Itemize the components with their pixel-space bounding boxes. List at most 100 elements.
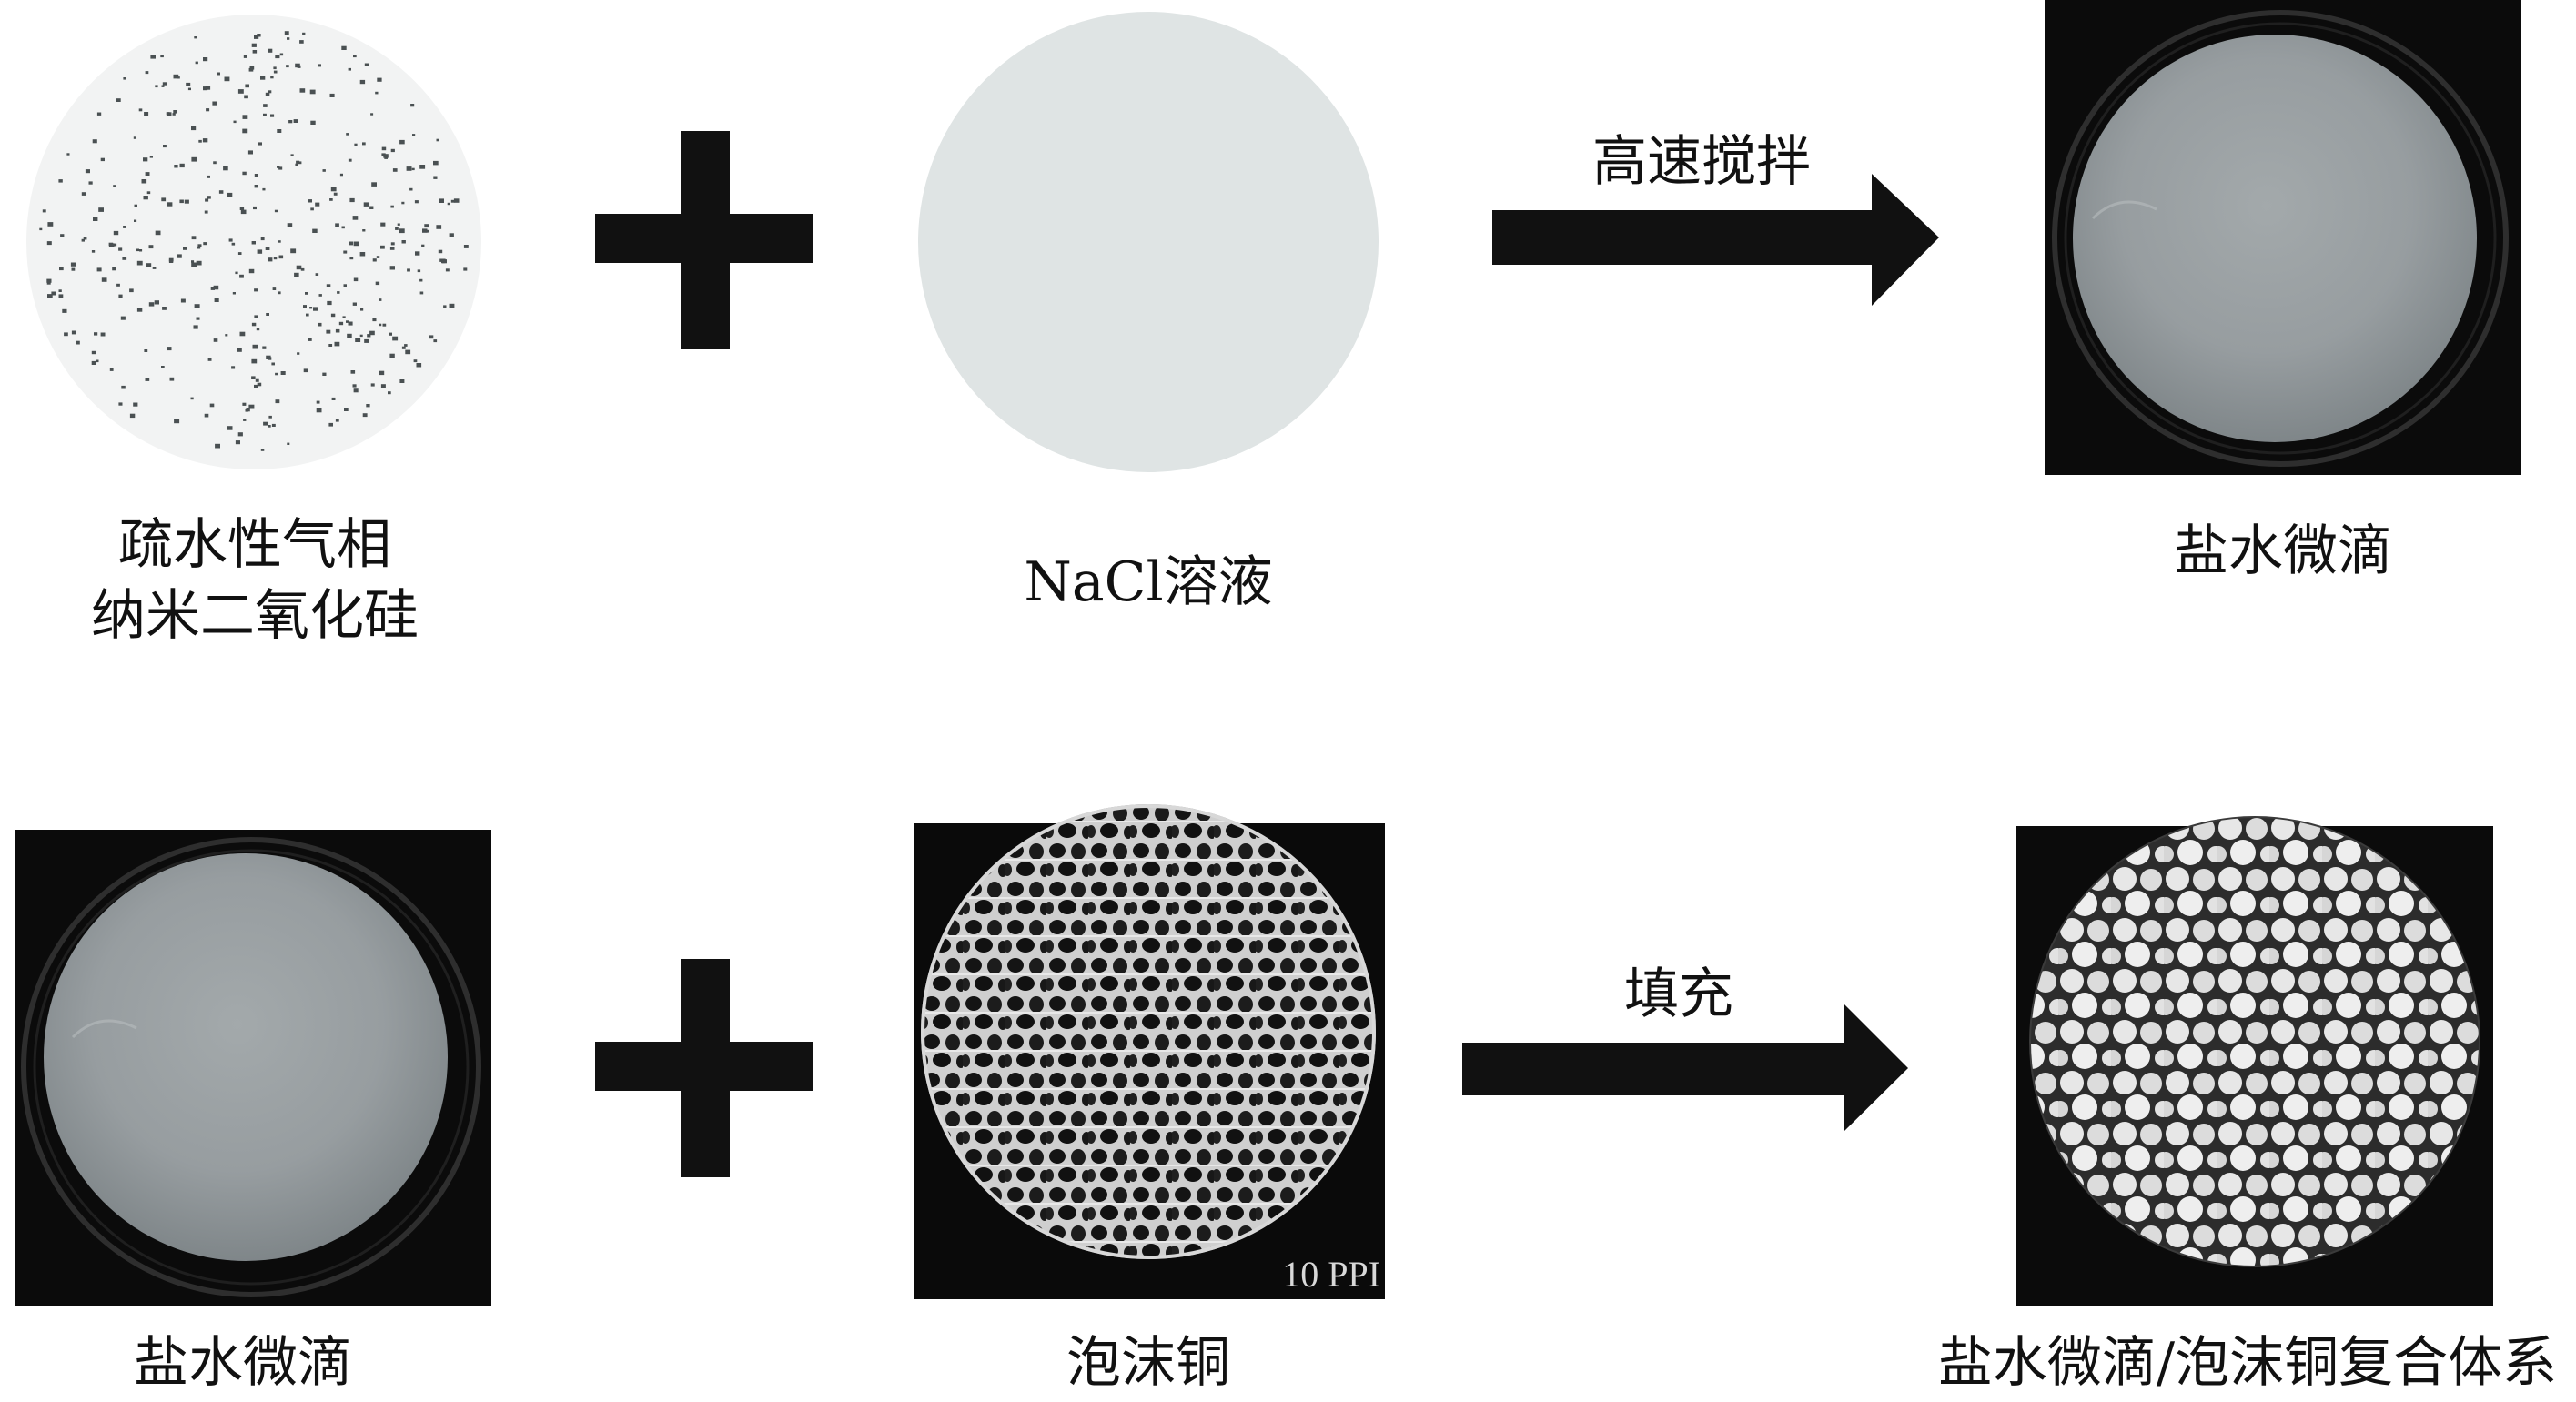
silica-particle <box>204 210 208 214</box>
silica-particle <box>206 108 210 112</box>
silica-particle <box>330 313 336 318</box>
arrow-right-icon <box>1492 174 1939 306</box>
silica-particle <box>419 278 423 282</box>
silica-particle <box>353 388 359 393</box>
silica-particle <box>328 344 333 347</box>
silica-particle <box>395 227 399 230</box>
silica-particle <box>260 76 266 80</box>
silica-particle <box>174 419 180 424</box>
silica-particle <box>204 413 209 418</box>
silica-particle <box>91 350 96 355</box>
silica-particle <box>290 248 297 254</box>
silica-particle <box>205 198 209 202</box>
silica-particle <box>64 332 68 337</box>
silica-particle <box>239 274 244 278</box>
silica-particle <box>242 115 248 119</box>
silica-particle <box>96 359 99 363</box>
silica-particle <box>161 85 165 87</box>
silica-label: 疏水性气相 纳米二氧化硅 <box>55 509 455 651</box>
silica-particle <box>194 304 200 308</box>
silica-particle <box>438 249 443 254</box>
silica-particle <box>271 423 276 427</box>
silica-particle <box>169 377 175 381</box>
silica-particle <box>215 443 220 449</box>
silica-particle <box>213 285 219 290</box>
silica-particle <box>247 150 253 155</box>
silica-particle <box>218 190 224 194</box>
silica-particle <box>243 419 247 421</box>
silica-particle <box>242 128 248 134</box>
silica-particle <box>252 344 258 349</box>
silica-particle <box>389 247 395 250</box>
silica-particle <box>154 300 159 305</box>
silica-particle <box>146 191 151 195</box>
silica-particle <box>191 126 197 131</box>
silica-particle <box>265 92 270 96</box>
silica-particle <box>429 335 434 339</box>
silica-particle <box>346 320 349 323</box>
silica-particle <box>254 185 258 188</box>
silica-particle <box>71 330 76 335</box>
silica-particle <box>367 334 371 338</box>
silica-particle <box>237 89 244 94</box>
silica-particle <box>296 265 302 270</box>
silica-particle <box>254 35 259 39</box>
silica-particle <box>450 199 455 203</box>
silica-particle <box>239 331 246 337</box>
silica-particle <box>399 228 405 234</box>
silica-particle <box>248 404 255 409</box>
silica-particle <box>133 402 138 407</box>
silica-particle <box>116 283 120 287</box>
silica-particle <box>380 384 386 388</box>
silica-particle <box>202 138 208 143</box>
silica-particle <box>275 372 278 376</box>
silica-particle <box>342 316 346 318</box>
silica-particle <box>58 179 63 183</box>
silica-particle <box>163 145 167 148</box>
silica-particle <box>294 272 299 277</box>
silica-particle <box>315 202 320 207</box>
silica-particle <box>92 139 97 144</box>
silica-particle <box>145 378 150 381</box>
silica-particle <box>58 294 64 298</box>
silica-particle <box>191 236 197 240</box>
silica-particle <box>328 422 333 427</box>
silica-particle <box>179 163 185 168</box>
silica-particle <box>334 341 340 347</box>
silica-particle <box>268 257 273 262</box>
silica-particle <box>268 415 272 419</box>
silica-particle <box>186 82 191 86</box>
silica-particle <box>308 199 312 203</box>
silica-particle <box>60 234 65 237</box>
silica-particle <box>191 262 197 267</box>
silica-particle <box>445 268 450 272</box>
silica-particle <box>179 199 184 204</box>
silica-particle <box>322 372 327 376</box>
ppi-badge: 10 PPI <box>1282 1254 1380 1295</box>
silica-particle <box>375 281 380 286</box>
silica-particle <box>449 303 455 308</box>
composite-photo <box>2016 816 2493 1306</box>
silica-particle <box>195 61 198 65</box>
silica-particle <box>46 278 52 283</box>
silica-particle <box>172 113 176 116</box>
silica-particle <box>123 226 126 228</box>
silica-particle <box>227 426 233 430</box>
silica-particle <box>404 344 408 347</box>
silica-particle <box>260 237 265 241</box>
silica-particle <box>205 86 211 90</box>
silica-particle <box>227 192 233 197</box>
silica-particle <box>136 248 139 252</box>
silica-particle <box>228 238 233 242</box>
silica-particle <box>388 391 391 395</box>
silica-particle <box>383 154 389 158</box>
silica-particle <box>441 259 447 264</box>
silica-particle <box>244 95 248 99</box>
silica-particle <box>417 269 421 273</box>
silica-particle <box>167 347 172 351</box>
silica-particle <box>390 242 395 246</box>
silica-particle <box>277 166 280 168</box>
silica-particle <box>341 45 347 50</box>
silica-particle <box>397 223 400 226</box>
